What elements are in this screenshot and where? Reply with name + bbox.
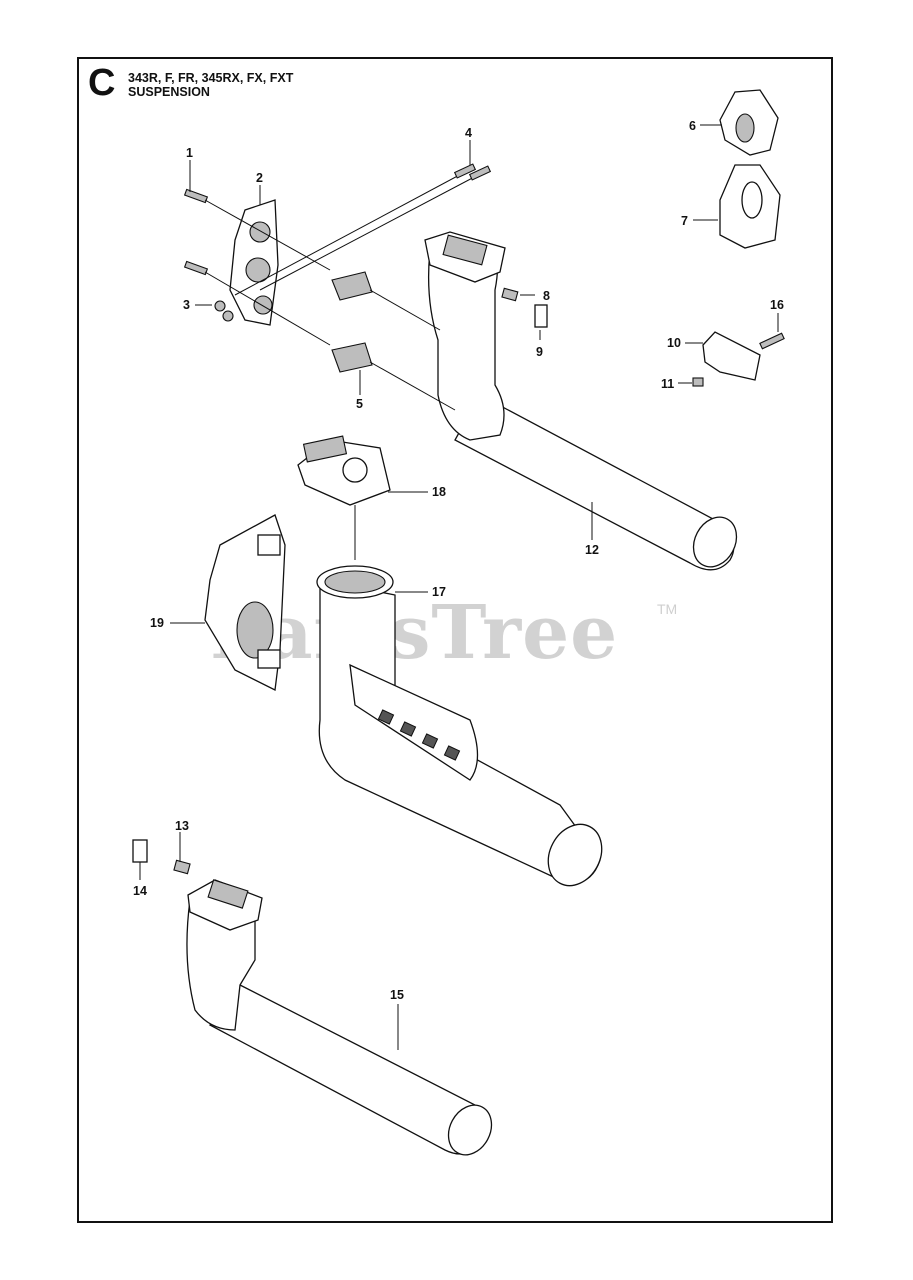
part-11-nut[interactable] bbox=[692, 377, 704, 387]
part-17-handle[interactable] bbox=[316, 565, 612, 895]
callout-18: 18 bbox=[432, 485, 446, 499]
part-18-pad[interactable] bbox=[297, 435, 391, 506]
part-19-bracket[interactable] bbox=[204, 514, 286, 691]
callout-14: 14 bbox=[133, 884, 147, 898]
callouts: 1 2 3 4 5 6 7 8 9 10 11 12 13 14 15 16 1… bbox=[133, 119, 784, 1002]
callout-8: 8 bbox=[543, 289, 550, 303]
part-12-handle[interactable] bbox=[424, 231, 745, 574]
part-9-spacer[interactable] bbox=[534, 304, 548, 328]
part-1-screws[interactable] bbox=[183, 188, 331, 346]
leader-lines bbox=[139, 124, 779, 1050]
callout-5: 5 bbox=[356, 397, 363, 411]
part-10-bracket[interactable] bbox=[702, 331, 761, 381]
part-2-plate[interactable] bbox=[229, 199, 279, 326]
part-3-nuts[interactable] bbox=[214, 300, 234, 322]
callout-2: 2 bbox=[256, 171, 263, 185]
callout-16: 16 bbox=[770, 298, 784, 312]
model-list: 343R, F, FR, 345RX, FX, FXT bbox=[128, 71, 294, 85]
diagram-frame bbox=[77, 57, 833, 1223]
part-5-springs[interactable] bbox=[331, 271, 456, 411]
callout-11: 11 bbox=[661, 377, 674, 391]
diagram-title: SUSPENSION bbox=[128, 85, 210, 99]
callout-7: 7 bbox=[681, 214, 688, 228]
part-16-screw[interactable] bbox=[759, 332, 785, 350]
part-6-clip[interactable] bbox=[719, 89, 779, 156]
callout-4: 4 bbox=[465, 126, 472, 140]
callout-19: 19 bbox=[150, 616, 164, 630]
part-8-nut[interactable] bbox=[501, 287, 519, 302]
part-7-hook[interactable] bbox=[719, 164, 781, 249]
callout-6: 6 bbox=[689, 119, 696, 133]
callout-9: 9 bbox=[536, 345, 543, 359]
callout-15: 15 bbox=[390, 988, 404, 1002]
callout-13: 13 bbox=[175, 819, 189, 833]
part-14-spacer[interactable] bbox=[132, 839, 148, 863]
part-4-rods[interactable] bbox=[234, 163, 492, 296]
callout-3: 3 bbox=[183, 298, 190, 312]
callout-10: 10 bbox=[667, 336, 681, 350]
section-letter: C bbox=[88, 62, 116, 104]
callout-12: 12 bbox=[585, 543, 599, 557]
watermark-trademark: TM bbox=[657, 601, 678, 617]
callout-1: 1 bbox=[186, 146, 193, 160]
part-15-handle[interactable] bbox=[186, 879, 500, 1162]
callout-17: 17 bbox=[432, 585, 446, 599]
part-13-nut[interactable] bbox=[173, 859, 191, 875]
